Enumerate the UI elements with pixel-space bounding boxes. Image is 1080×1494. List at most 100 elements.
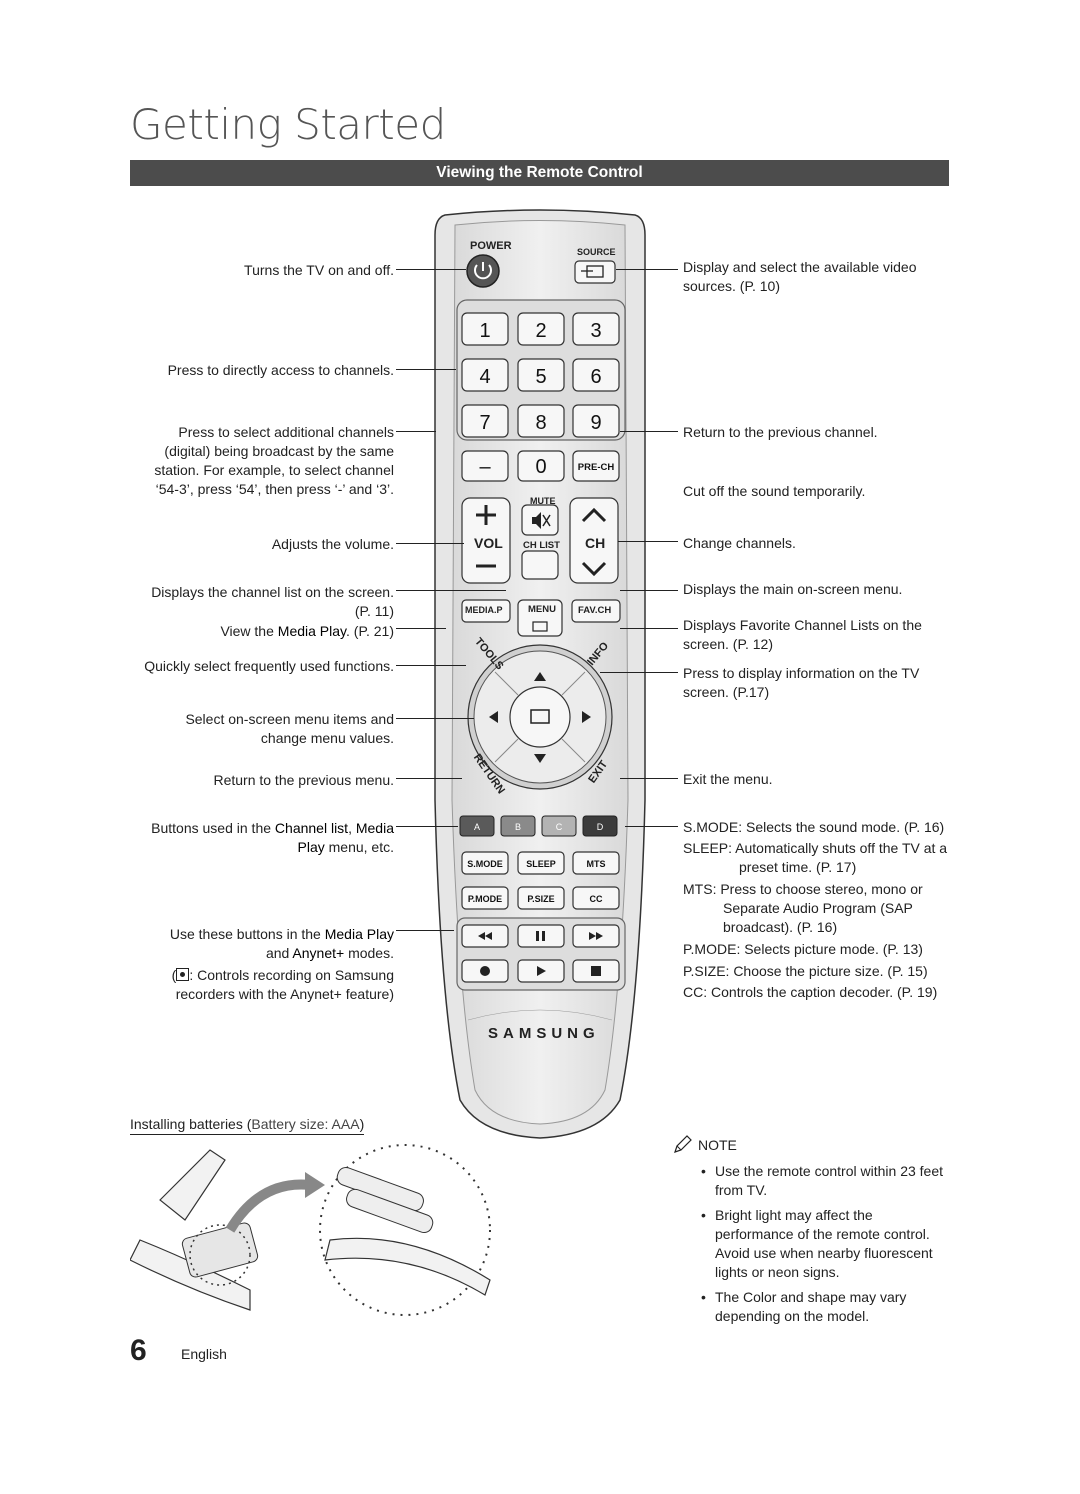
media-p-button[interactable] (461, 599, 511, 623)
enter-icon (530, 709, 550, 724)
menu-button[interactable] (517, 599, 563, 637)
key-p-mode[interactable] (461, 886, 509, 910)
note-bullet: •Use the remote control within 23 feet f… (701, 1163, 944, 1198)
channel-down-icon (581, 561, 607, 577)
battery-installation-illustration (130, 1144, 491, 1316)
chlist-button[interactable] (521, 550, 559, 580)
color-key-label: D (597, 822, 604, 832)
down-arrow-icon (534, 754, 546, 763)
label-exit: Exit the menu. (683, 771, 773, 787)
number-key-label: 6 (590, 366, 601, 388)
label-color-buttons: Buttons used in the Channel list, Media … (151, 820, 394, 855)
label-sleep-2: preset time. (P. 17) (739, 859, 857, 875)
power-label: POWER (470, 240, 512, 252)
fast-forward-icon (589, 932, 603, 940)
label-smode: S.MODE: Selects the sound mode. (P. 16) (683, 819, 945, 835)
label-record: (: Controls recording on Samsung recorde… (171, 967, 394, 1002)
key-label: S.MODE (467, 859, 503, 869)
batteries-heading: Installing batteries (Battery size: AAA) (130, 1116, 365, 1135)
label-return: Return to the previous menu. (213, 772, 394, 788)
number-key[interactable] (517, 358, 565, 392)
favch-label: FAV.CH (578, 605, 612, 616)
number-key-label: 1 (479, 320, 490, 342)
color-key-d[interactable] (582, 815, 618, 837)
ch-label: CH (585, 535, 606, 551)
number-key[interactable] (517, 404, 565, 438)
number-key-label: 3 (590, 320, 601, 342)
pre-ch-key[interactable] (572, 450, 620, 482)
number-key[interactable] (572, 358, 620, 392)
label-sleep: SLEEP: Automatically shuts off the TV at… (683, 840, 948, 856)
key-label: P.MODE (468, 894, 502, 904)
dash-key[interactable] (461, 450, 509, 482)
enter-button[interactable] (509, 686, 571, 748)
pause-button[interactable] (517, 924, 565, 948)
label-psize: P.SIZE: Choose the picture size. (P. 15) (683, 963, 928, 979)
record-icon (176, 968, 190, 981)
key-cc[interactable] (572, 886, 620, 910)
chlist-label: CH LIST (523, 540, 560, 551)
mute-icon (532, 512, 551, 529)
label-mts: MTS: Press to choose stereo, mono or (683, 881, 923, 897)
label-volume: Adjusts the volume. (271, 536, 394, 552)
key-sleep[interactable] (517, 851, 565, 875)
label-channels: Change channels. (683, 535, 796, 551)
vol-label: VOL (474, 535, 503, 551)
key-p-size[interactable] (517, 886, 565, 910)
label-mediap: View the Media Play. (P. 21) (220, 623, 394, 639)
label-tools: Quickly select frequently used functions… (144, 658, 394, 674)
key-label: CC (590, 894, 603, 904)
dash-key-label: – (479, 456, 491, 478)
number-key[interactable] (572, 404, 620, 438)
number-key-label: 7 (479, 412, 490, 434)
number-key[interactable] (461, 358, 509, 392)
number-key[interactable] (517, 312, 565, 346)
label-playback: Use these buttons in the Media Play and … (169, 926, 394, 961)
pencil-icon (674, 1135, 692, 1153)
number-key-label: 8 (535, 412, 546, 434)
number-key-label: 2 (535, 320, 546, 342)
note-bullet: •The Color and shape may vary depending … (701, 1289, 907, 1324)
label-mts-3: broadcast). (P. 16) (723, 919, 838, 935)
menu-label: MENU (528, 604, 556, 615)
color-key-label: B (515, 822, 521, 832)
number-key-label: 4 (479, 366, 490, 388)
number-key[interactable] (572, 312, 620, 346)
pre-ch-label: PRE-CH (578, 462, 615, 473)
color-key-label: C (556, 822, 563, 832)
fav-ch-button[interactable] (571, 599, 621, 623)
color-key-c[interactable] (541, 815, 577, 837)
label-mute: Cut off the sound temporarily. (683, 483, 866, 499)
zero-key-label: 0 (535, 456, 546, 478)
label-numbers: Press to directly access to channels. (167, 362, 394, 378)
zero-key[interactable] (517, 450, 565, 482)
right-arrow-icon (582, 711, 591, 723)
label-chlist: Displays the channel list on the screen.… (151, 584, 394, 619)
volume-rocker[interactable] (461, 497, 511, 584)
number-key[interactable] (461, 404, 509, 438)
number-key-label: 9 (590, 412, 601, 434)
channel-rocker[interactable] (569, 497, 619, 584)
brand-logo: SAMSUNG (488, 1025, 600, 1042)
source-button[interactable] (574, 260, 616, 284)
key-label: SLEEP (526, 859, 556, 869)
label-pmode: P.MODE: Selects picture mode. (P. 13) (683, 941, 923, 957)
language-label: English (181, 1346, 227, 1362)
label-prech: Return to the previous channel. (683, 424, 878, 440)
key-s-mode[interactable] (461, 851, 509, 875)
label-menu: Displays the main on-screen menu. (683, 581, 903, 597)
pause-icon (536, 931, 539, 941)
source-label: SOURCE (577, 247, 616, 257)
stop-icon (591, 966, 601, 976)
number-key[interactable] (461, 312, 509, 346)
key-mts[interactable] (572, 851, 620, 875)
section-header: Viewing the Remote Control (130, 160, 949, 186)
color-key-a[interactable] (459, 815, 495, 837)
mediap-label: MEDIA.P (465, 605, 503, 615)
color-key-b[interactable] (500, 815, 536, 837)
